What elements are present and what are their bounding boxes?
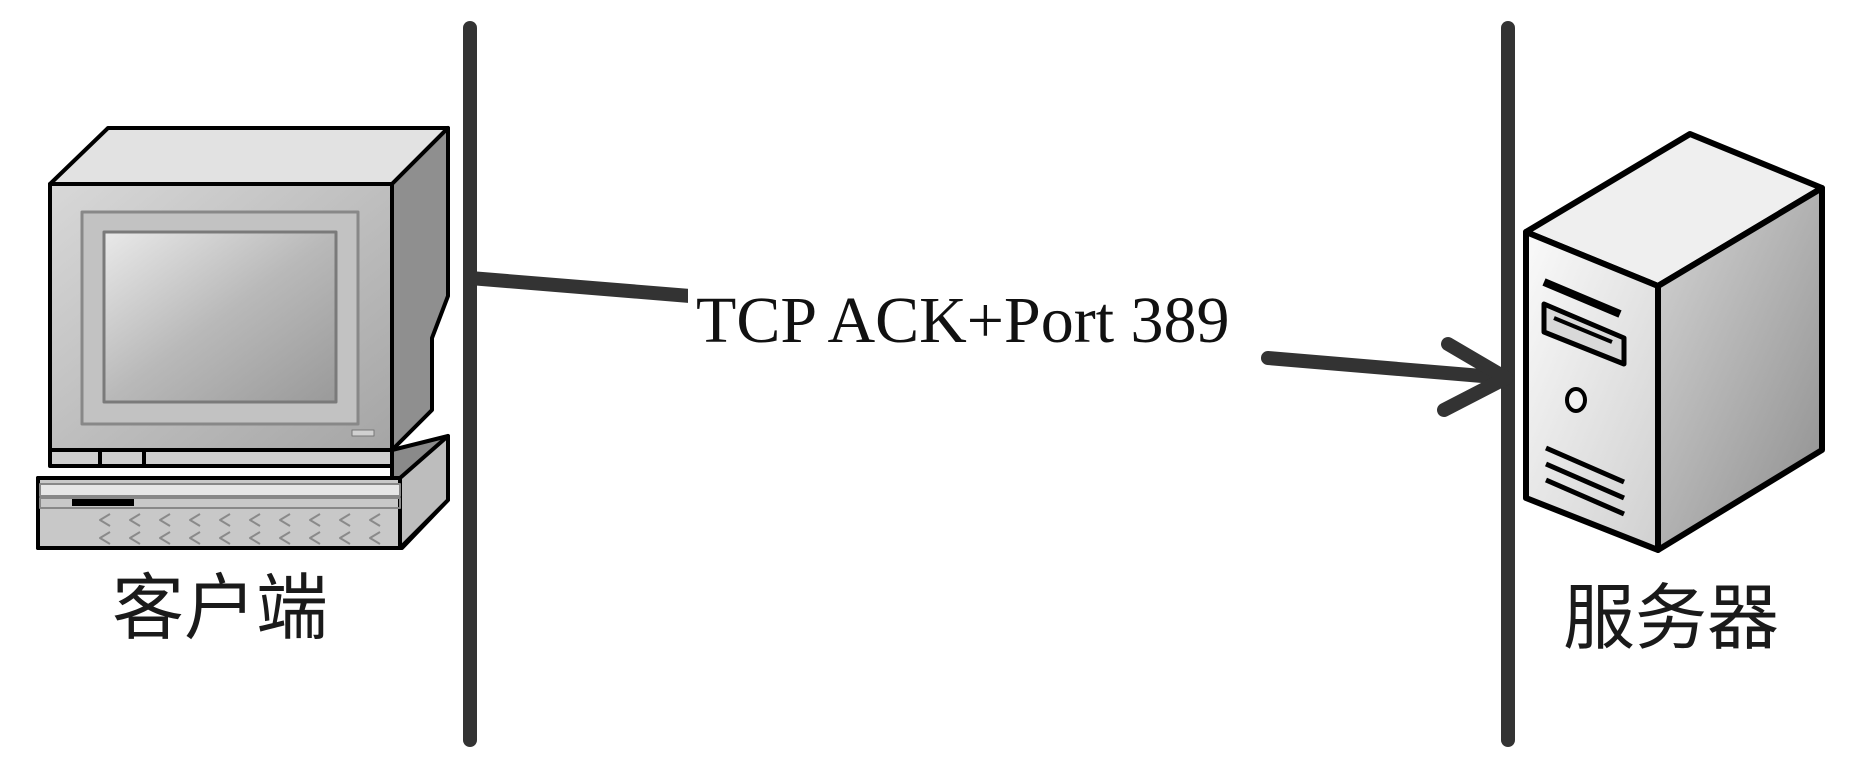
client-label: 客户端 (112, 566, 329, 650)
arrowhead-icon (1437, 337, 1513, 417)
message-label: TCP ACK+Port 389 (688, 288, 1238, 354)
message-arrow (469, 271, 1513, 417)
desktop-computer-icon (36, 126, 450, 550)
server-label: 服务器 (1563, 576, 1780, 660)
tower-server-icon (1523, 131, 1825, 553)
